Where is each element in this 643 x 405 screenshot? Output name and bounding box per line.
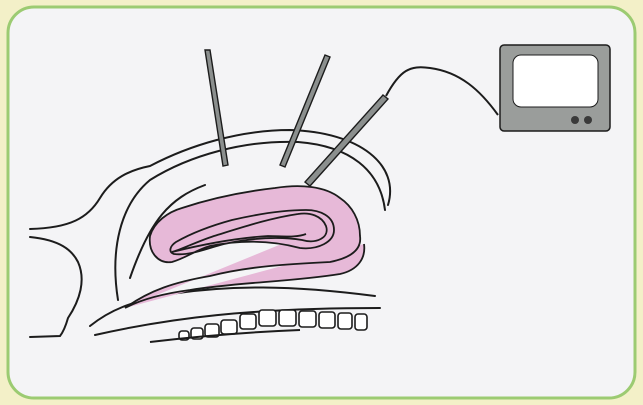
- vertebra: [299, 311, 316, 327]
- vertebra: [221, 320, 237, 334]
- vertebra: [338, 313, 352, 329]
- monitor-button: [584, 116, 592, 124]
- vertebra: [355, 314, 367, 330]
- monitor-screen: [513, 55, 598, 107]
- vertebra: [240, 314, 256, 329]
- vertebra: [259, 310, 276, 326]
- vertebra: [319, 312, 335, 328]
- monitor-button: [571, 116, 579, 124]
- monitor: [500, 45, 610, 131]
- vertebra: [279, 310, 296, 326]
